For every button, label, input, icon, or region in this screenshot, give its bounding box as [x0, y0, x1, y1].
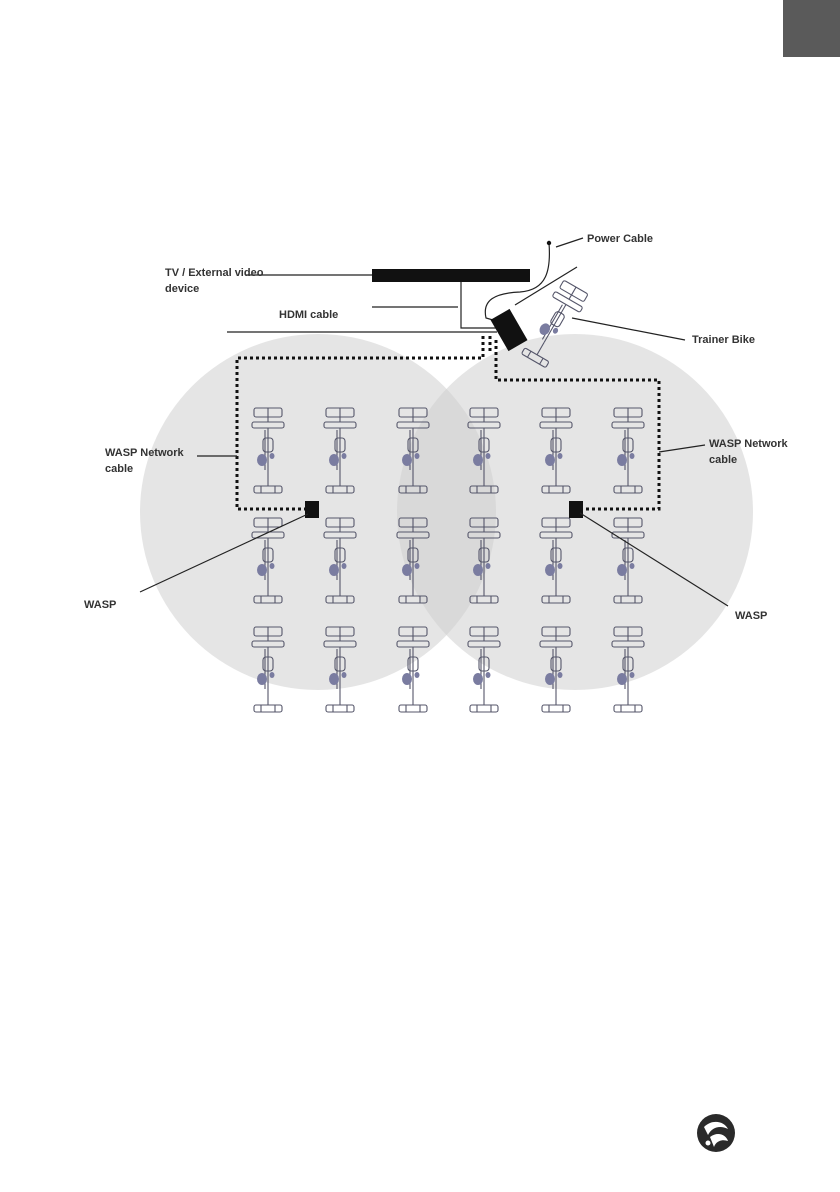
wasp-network-right-label-line2: cable: [709, 454, 737, 466]
power-cable-leader: [556, 238, 583, 247]
power-cable: [485, 243, 549, 322]
wasp-network-right-label-line1: WASP Network: [709, 438, 789, 450]
wasp-network-left-label-line1: WASP Network: [105, 447, 185, 459]
logo-icon: [697, 1114, 735, 1152]
wasp-right-label: WASP: [735, 610, 767, 622]
tv-label-line1: TV / External video: [165, 267, 264, 279]
tv-device: [372, 269, 530, 282]
hdmi-cable-label: HDMI cable: [279, 309, 338, 321]
power-plug: [547, 241, 551, 245]
wasp-device-right: [569, 501, 583, 518]
wasp-device-left: [305, 501, 319, 518]
wasp-left-label: WASP: [84, 599, 116, 611]
wasp-network-left-label-line2: cable: [105, 463, 133, 475]
trainer-bike-label: Trainer Bike: [692, 334, 755, 346]
page-tab: [783, 0, 840, 57]
power-cable-label: Power Cable: [587, 233, 653, 245]
tv-label-line2: device: [165, 283, 199, 295]
